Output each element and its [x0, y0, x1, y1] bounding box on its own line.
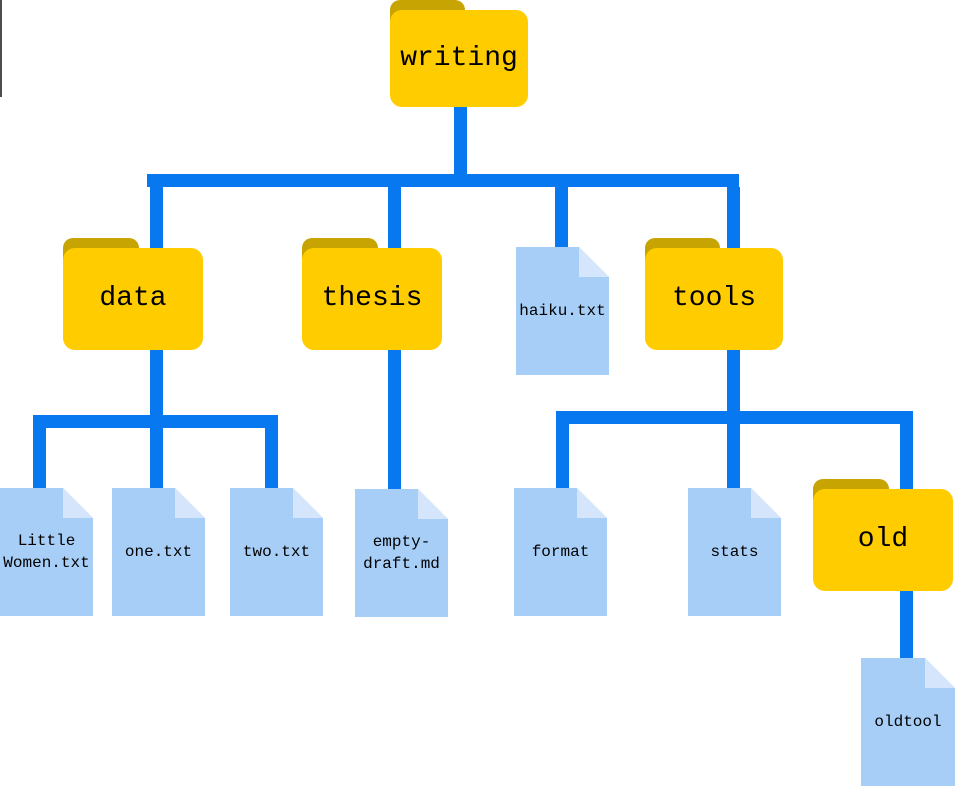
document-body-icon: oldtool — [861, 658, 955, 786]
old-label: old — [857, 524, 909, 555]
screen-edge-line — [0, 0, 2, 97]
thesis-folder-node: thesis — [302, 238, 442, 350]
empty-draft-file-node: empty-draft.md — [355, 489, 448, 617]
thesis-label: thesis — [321, 283, 423, 314]
document-body-icon: one.txt — [112, 488, 205, 616]
two-txt-label: two.txt — [242, 543, 311, 561]
document-body-icon: empty-draft.md — [355, 489, 448, 617]
connector-writing-stem — [454, 106, 467, 187]
connector-oldtool-stem — [900, 591, 913, 660]
data-label: data — [99, 283, 167, 314]
one-txt-label: one.txt — [124, 543, 193, 561]
page-fold-icon — [579, 247, 609, 277]
haiku-txt-label: haiku.txt — [519, 302, 606, 320]
page-fold-icon — [751, 488, 781, 518]
folder-body-icon: thesis — [302, 248, 442, 350]
data-folder-node: data — [63, 238, 203, 350]
writing-label: writing — [400, 42, 518, 74]
connector-two-stem — [265, 428, 278, 490]
old-folder-node: old — [813, 479, 953, 591]
connector-one-stem — [150, 428, 163, 490]
folder-body-icon: tools — [645, 248, 783, 350]
document-body-icon: haiku.txt — [516, 247, 609, 375]
document-body-icon: two.txt — [230, 488, 323, 616]
tools-label: tools — [671, 283, 756, 314]
document-body-icon: format — [514, 488, 607, 616]
folder-body-icon: writing — [390, 10, 528, 107]
connector-tools-bar — [556, 411, 913, 424]
haiku-txt-file-node: haiku.txt — [516, 247, 609, 375]
stats-file-node: stats — [688, 488, 781, 616]
one-txt-file-node: one.txt — [112, 488, 205, 616]
connector-data-bar — [33, 415, 278, 428]
page-fold-icon — [925, 658, 955, 688]
oldtool-file-node: oldtool — [861, 658, 955, 786]
connector-level1-bar — [147, 174, 739, 187]
stats-label: stats — [710, 543, 759, 561]
document-body-icon: stats — [688, 488, 781, 616]
page-fold-icon — [293, 488, 323, 518]
format-label: format — [531, 543, 590, 561]
page-fold-icon — [418, 489, 448, 519]
empty-draft-label: empty-draft.md — [363, 533, 440, 573]
folder-body-icon: data — [63, 248, 203, 350]
two-txt-file-node: two.txt — [230, 488, 323, 616]
connector-format-stem — [556, 424, 569, 490]
connector-little-women-stem — [33, 428, 46, 490]
page-fold-icon — [63, 488, 93, 518]
format-file-node: format — [514, 488, 607, 616]
writing-folder-node: writing — [390, 0, 528, 107]
connector-haiku-stem — [555, 187, 568, 248]
oldtool-label: oldtool — [874, 713, 942, 731]
folder-body-icon: old — [813, 489, 953, 591]
page-fold-icon — [577, 488, 607, 518]
connector-old-stem — [900, 424, 913, 490]
tools-folder-node: tools — [645, 238, 783, 350]
page-fold-icon — [175, 488, 205, 518]
